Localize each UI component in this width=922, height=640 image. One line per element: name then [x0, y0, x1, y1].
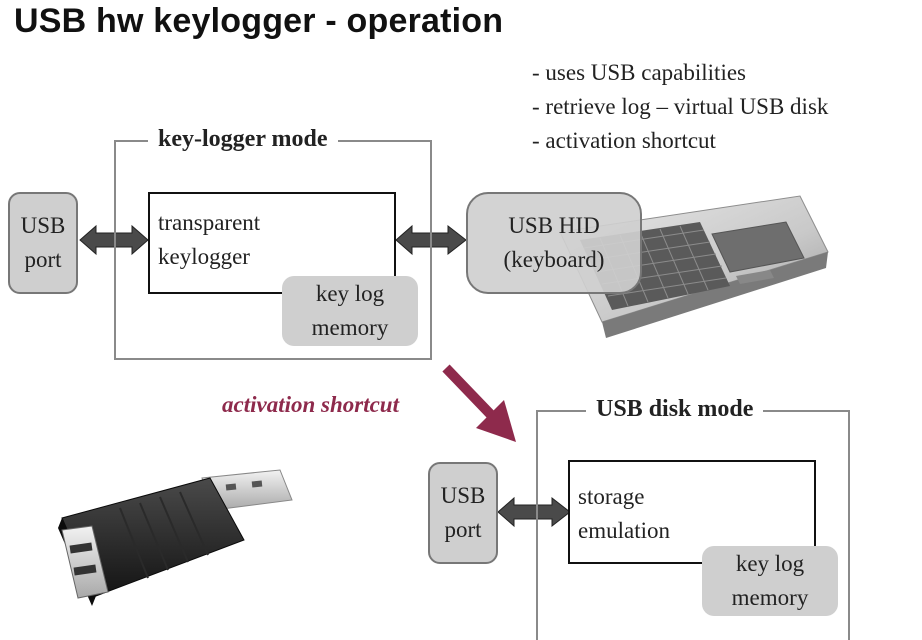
feature-list: - uses USB capabilities - retrieve log –… — [532, 56, 828, 158]
feature-item: - retrieve log – virtual USB disk — [532, 94, 829, 119]
hid-label: (keyboard) — [503, 247, 605, 272]
page-title: USB hw keylogger - operation — [14, 2, 504, 40]
memory-label: memory — [731, 585, 809, 610]
feature-item: - uses USB capabilities — [532, 60, 746, 85]
port-label: port — [444, 517, 482, 542]
usb-hid-keyboard-block: USB HID (keyboard) — [466, 192, 642, 294]
memory-label: memory — [311, 315, 389, 340]
keylogger-mode-title: key-logger mode — [148, 126, 338, 153]
usb-port-block: USB port — [8, 192, 78, 294]
key-log-memory-block: key log memory — [282, 276, 418, 346]
key-log-memory-block: key log memory — [702, 546, 838, 616]
transition-arrow — [442, 364, 516, 442]
port-label: port — [24, 247, 62, 272]
inner-label: storage — [578, 484, 645, 509]
port-label: USB — [20, 213, 66, 238]
usb-port-block: USB port — [428, 462, 498, 564]
inner-label: keylogger — [158, 244, 250, 269]
inner-label: emulation — [578, 518, 670, 543]
activation-shortcut-label: activation shortcut — [222, 392, 399, 417]
port-label: USB — [440, 483, 486, 508]
disk-mode-title: USB disk mode — [586, 396, 764, 423]
usb-device-image — [58, 469, 293, 606]
inner-label: transparent — [158, 210, 261, 235]
memory-label: key log — [735, 551, 805, 576]
feature-item: - activation shortcut — [532, 128, 716, 153]
hid-label: USB HID — [508, 213, 600, 238]
memory-label: key log — [315, 281, 385, 306]
